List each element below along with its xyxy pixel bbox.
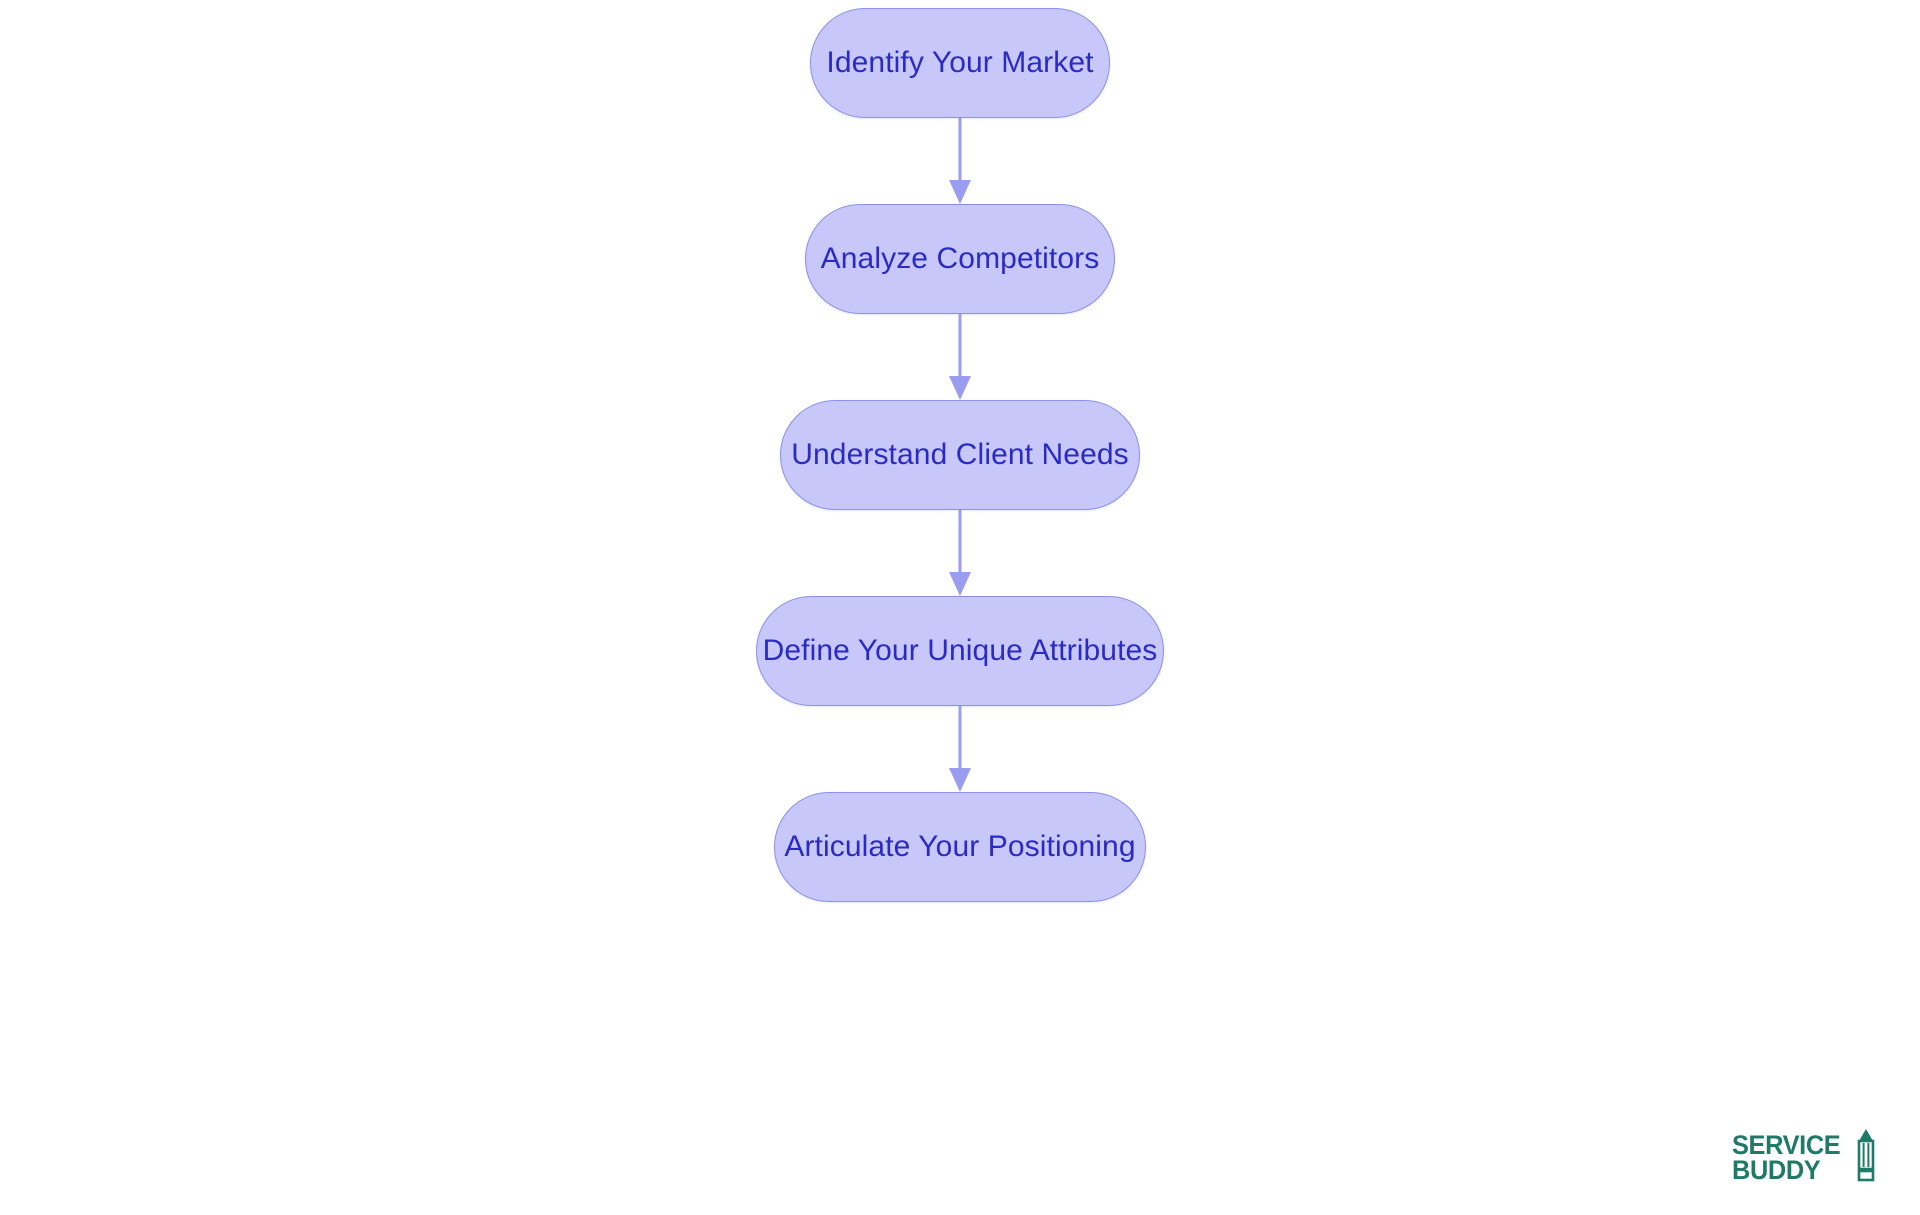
service-buddy-logo: SERVICE BUDDY (1732, 1128, 1876, 1187)
flow-node-column: Identify Your Market Analyze Competitors… (0, 8, 1920, 902)
flow-node-label: Understand Client Needs (791, 438, 1129, 471)
flow-node-articulate-your-positioning[interactable]: Articulate Your Positioning (774, 792, 1146, 902)
flow-connector-2 (940, 314, 980, 400)
flow-connector-3 (940, 510, 980, 596)
flow-node-label: Articulate Your Positioning (784, 830, 1136, 863)
flow-connector-1 (940, 118, 980, 204)
flow-node-label: Analyze Competitors (820, 242, 1100, 275)
brand-line-buddy: BUDDY (1731, 1154, 1821, 1185)
flow-node-label: Identify Your Market (826, 46, 1094, 79)
flow-node-identify-your-market[interactable]: Identify Your Market (810, 8, 1110, 118)
brand-wordmark: SERVICE BUDDY (1731, 1129, 1847, 1185)
brand-line-service: SERVICE (1731, 1129, 1841, 1160)
flow-node-analyze-competitors[interactable]: Analyze Competitors (805, 204, 1115, 314)
flow-connector-4 (940, 706, 980, 792)
pencil-icon (1856, 1128, 1876, 1187)
flow-node-label: Define Your Unique Attributes (762, 634, 1158, 667)
flow-node-understand-client-needs[interactable]: Understand Client Needs (780, 400, 1140, 510)
flow-node-define-your-unique-attributes[interactable]: Define Your Unique Attributes (756, 596, 1164, 706)
